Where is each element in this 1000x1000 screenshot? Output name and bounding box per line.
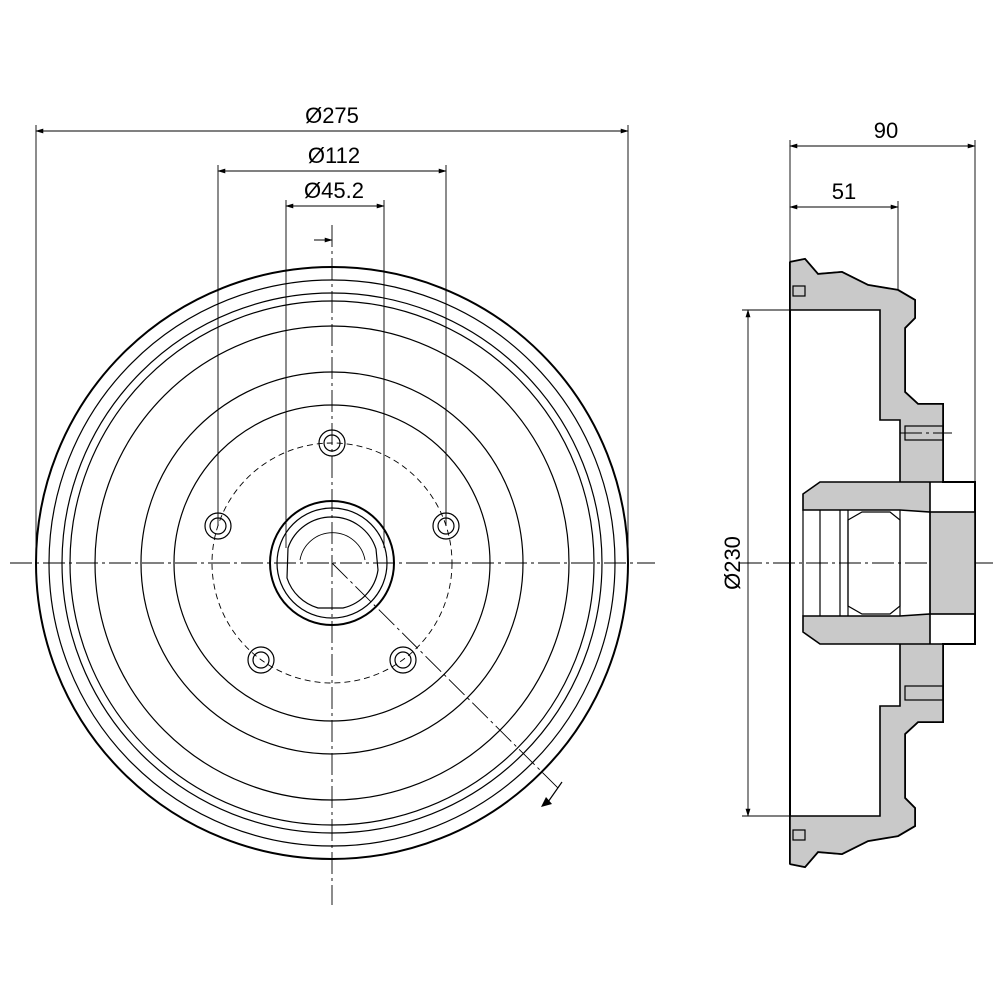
overall-width-label: 90 xyxy=(874,118,898,143)
rim-ring-2 xyxy=(61,292,603,834)
bolt-hole xyxy=(318,429,346,457)
drum-face-circle xyxy=(94,325,570,801)
rim-notch-lower xyxy=(792,829,806,841)
hub-boss-inner-circle xyxy=(276,507,388,619)
outer-diameter-label: Ø275 xyxy=(305,103,359,128)
rim-ring-3 xyxy=(69,300,595,826)
center-bore-label: Ø45.2 xyxy=(304,178,364,203)
section-mark xyxy=(547,781,563,803)
section-lower xyxy=(789,613,944,868)
bolt-circle-label: Ø112 xyxy=(308,143,360,168)
bolt-hole xyxy=(389,646,417,674)
bolt-circle xyxy=(211,442,453,684)
hub-outer-circle xyxy=(140,371,524,755)
center-bore-chamfer xyxy=(299,532,366,561)
center-bore-splined xyxy=(286,516,379,609)
front-view: Ø275 Ø112 Ø45.2 xyxy=(10,103,655,905)
side-view: 90 51 Ø230 xyxy=(720,118,995,869)
rim-ring-1 xyxy=(48,279,616,847)
section-line xyxy=(331,562,561,791)
braking-diameter-label: Ø230 xyxy=(720,536,745,590)
stud-hole-lower xyxy=(904,685,944,701)
section-arrow xyxy=(541,797,552,807)
section-upper xyxy=(789,258,944,513)
hub-right-flange xyxy=(929,511,976,615)
hub-inner-circle xyxy=(173,404,491,722)
bearing-bore-profile xyxy=(847,511,901,615)
hub-offset-label: 51 xyxy=(832,179,856,204)
rim-notch-upper xyxy=(792,285,806,297)
bolt-hole xyxy=(247,646,275,674)
hub-boss-circle xyxy=(269,500,395,626)
